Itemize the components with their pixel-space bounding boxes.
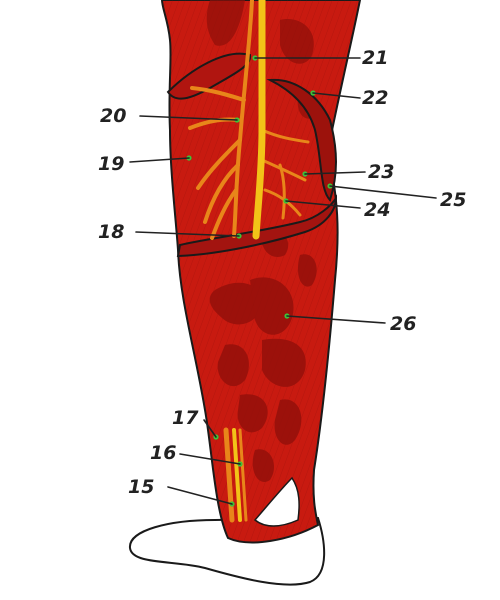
label-16: 16	[150, 442, 176, 464]
label-22: 22	[362, 87, 388, 109]
label-24: 24	[364, 199, 390, 221]
label-19: 19	[98, 153, 124, 175]
label-17: 17	[172, 407, 199, 429]
label-26: 26	[390, 313, 416, 335]
label-21: 21	[362, 47, 388, 69]
label-15: 15	[128, 476, 154, 498]
label-18: 18	[98, 221, 124, 243]
label-23: 23	[368, 161, 394, 183]
label-20: 20	[100, 105, 126, 127]
label-25: 25	[440, 189, 466, 211]
